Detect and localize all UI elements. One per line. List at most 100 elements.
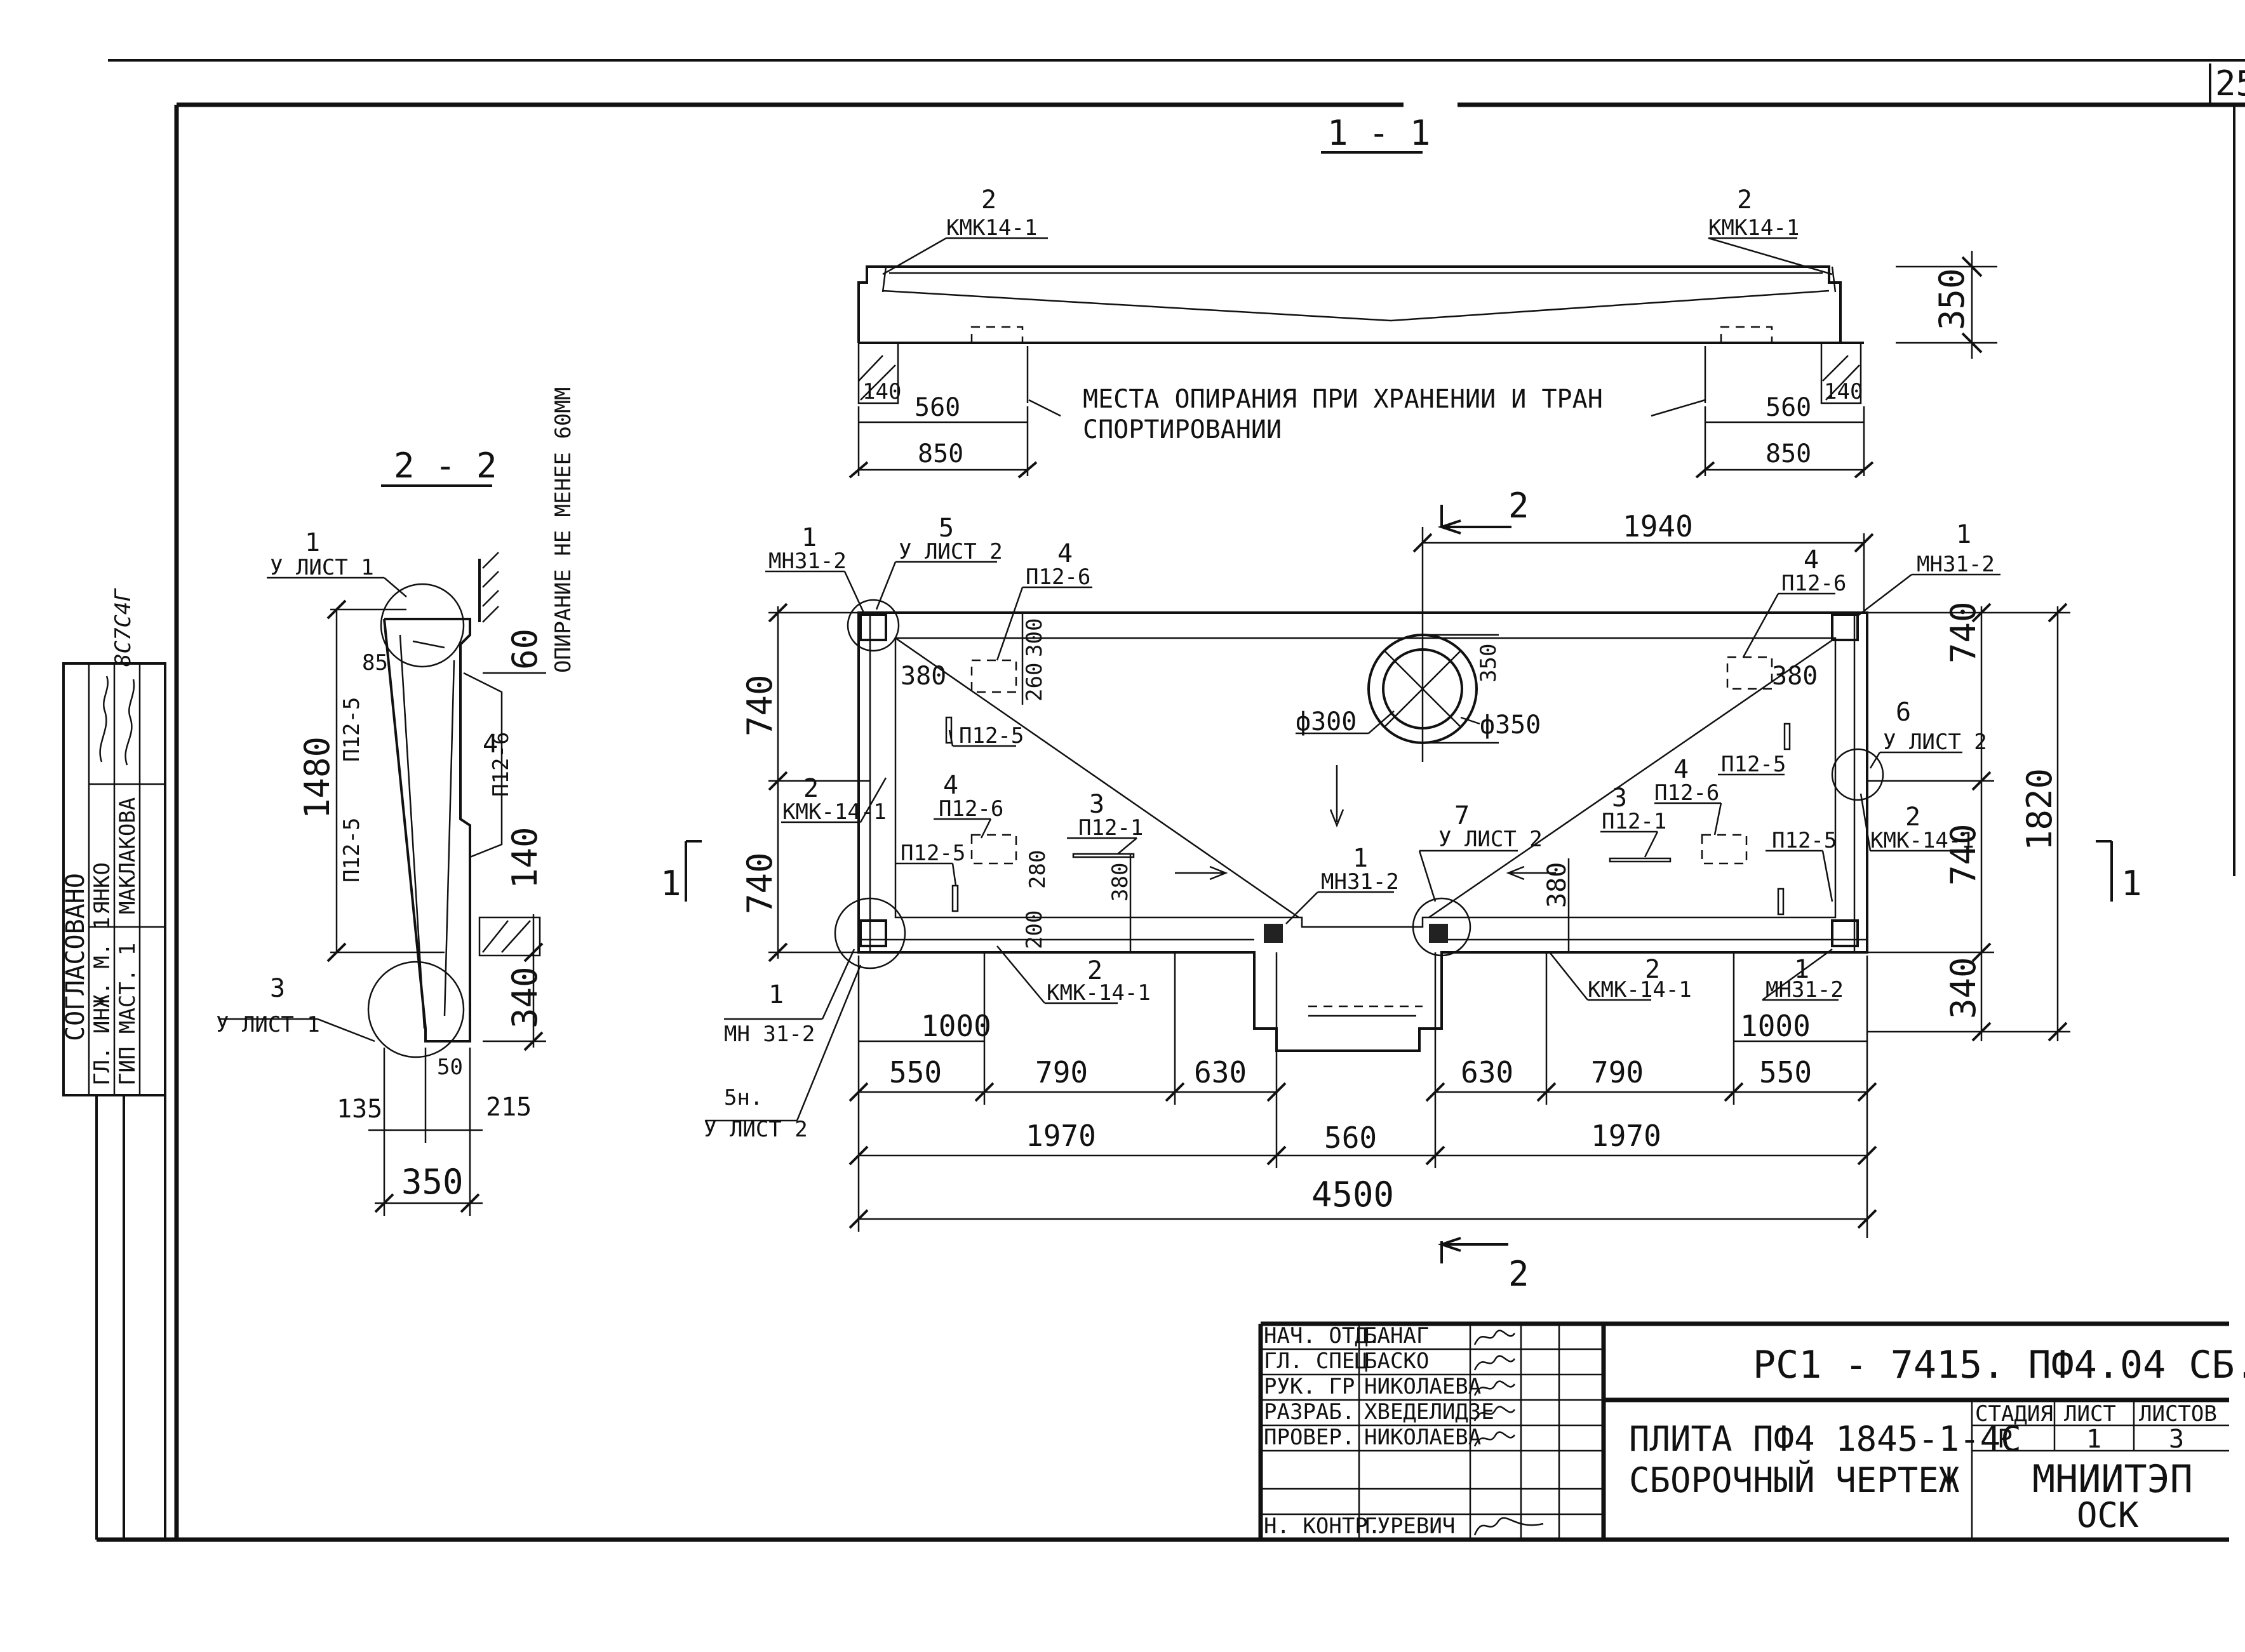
- plan-mark-4-tr: 4: [1804, 545, 1819, 575]
- s11-dim-left-850: 850: [918, 439, 963, 469]
- s22-leader-top-ref: У ЛИСТ 1: [270, 555, 374, 580]
- plan-mark-p126-tl: П12-6: [1026, 564, 1090, 590]
- plan-dim-350: 350: [1476, 644, 1501, 683]
- plan-mark-3-l: 3: [1089, 790, 1104, 819]
- s22-num-4: 4: [483, 729, 498, 759]
- tb-org-line1: МНИИТЭП: [2032, 1457, 2193, 1502]
- plan-mark-1-c: 1: [1353, 844, 1368, 873]
- plan-dim-630-right: 630: [1461, 1055, 1513, 1089]
- tb-name-5: НИКОЛАЕВА: [1364, 1425, 1481, 1450]
- plan-mark-4-ml: 4: [943, 771, 958, 800]
- plan-mark-7-ref: У ЛИСТ 2: [1438, 827, 1543, 852]
- tb-signature-3: [1473, 1380, 1516, 1396]
- plan-cut-1-left: 1: [660, 863, 681, 903]
- s22-dim-85: 85: [362, 650, 388, 676]
- plan-mark-4-mr: 4: [1673, 755, 1689, 784]
- plan-dim-550-left: 550: [889, 1055, 942, 1089]
- s22-support-note: ОПИРАНИЕ НЕ МЕНЕЕ 60ММ: [551, 387, 576, 673]
- plan-mark-p126-mr: П12-6: [1654, 780, 1719, 806]
- tb-stage-value: Р: [1997, 1425, 2013, 1454]
- tb-role-2: ГЛ. СПЕЦ: [1264, 1349, 1368, 1374]
- plan-dim-1940: 1940: [1623, 509, 1693, 543]
- plan-mark-mn31-br: МН31-2: [1766, 977, 1844, 1003]
- s11-dim-left-140: 140: [862, 379, 901, 404]
- insert-block-center-left: [1264, 924, 1283, 943]
- stamp-name-1: ЯНКО: [90, 862, 115, 914]
- plan-dim-1970-right: 1970: [1591, 1119, 1661, 1153]
- tb-signature-6: [1473, 1517, 1544, 1536]
- plan-mark-mn31-tl: МН31-2: [768, 549, 847, 574]
- plan-dim-790-left: 790: [1035, 1055, 1088, 1089]
- plan-mark-mn31-bl: МН 31-2: [724, 1022, 815, 1047]
- s22-dim-340: 340: [505, 966, 545, 1029]
- tb-sheet-value: 1: [2086, 1425, 2101, 1454]
- stamp-id: 8C7C4Г: [111, 588, 136, 667]
- insert-block-center-right: [1429, 924, 1448, 943]
- sheet-frame: 25: [97, 59, 2245, 1542]
- plan-dim-560: 560: [1324, 1121, 1377, 1155]
- plan-mark-1-tr: 1: [1956, 520, 1971, 549]
- tb-role-4: РАЗРАБ.: [1264, 1399, 1355, 1425]
- s22-p-lower: П12-5: [339, 818, 365, 883]
- plan-mark-1-tl: 1: [801, 523, 817, 552]
- tb-role-1: НАЧ. ОТД.: [1264, 1323, 1381, 1349]
- tb-sheet-header: ЛИСТ: [2064, 1401, 2116, 1427]
- plan-dim-340: 340: [1943, 957, 1983, 1019]
- tb-role-3: РУК. ГР: [1264, 1374, 1355, 1399]
- tb-doc-code: РС1 - 7415. ПФ4.04 СБ.: [1753, 1343, 2245, 1387]
- tb-role-5: ПРОВЕР.: [1264, 1425, 1355, 1450]
- plan-dim-740-r1: 740: [1943, 601, 1983, 663]
- s22-dim-140: 140: [505, 827, 545, 889]
- plan-mark-6-ref: У ЛИСТ 2: [1883, 729, 1987, 755]
- plan-dim-740-r2: 740: [1943, 823, 1983, 886]
- plan-mark-p125-r1: П12-5: [1721, 752, 1786, 777]
- tb-sheets-value: 3: [2169, 1425, 2184, 1454]
- tb-name-3: НИКОЛАЕВА: [1364, 1374, 1481, 1399]
- s22-dim-135: 135: [337, 1095, 382, 1124]
- stamp-role-1: ГЛ. ИНЖ. М. 1: [90, 917, 115, 1086]
- plan-dim-1000-right: 1000: [1740, 1009, 1811, 1043]
- section-2-2-title: 2 - 2: [394, 446, 497, 486]
- plan-dim-1970-left: 1970: [1026, 1119, 1096, 1153]
- tb-norm-name: ГУРЕВИЧ: [1364, 1514, 1455, 1539]
- plan-dim-380-b: 380: [1772, 662, 1818, 691]
- s11-dim-left-560: 560: [915, 393, 960, 422]
- plan-phi-350: ф350: [1480, 710, 1541, 740]
- s11-note-line2: СПОРТИРОВАНИИ: [1083, 415, 1282, 444]
- s11-dim-right-140: 140: [1824, 379, 1863, 404]
- section-1-1: 1 - 1 2 КМК14-1 2 КМК14-1: [848, 113, 1997, 479]
- plan-dim-1000-left: 1000: [921, 1009, 991, 1043]
- plan-mark-2-bl: 2: [1087, 956, 1102, 985]
- stamp-signature-1: [99, 676, 109, 763]
- title-block: НАЧ. ОТД. БАНАГ ГЛ. СПЕЦ БАСКО РУК. ГР Н…: [1258, 1321, 2245, 1540]
- s11-mark-left-code: КМК14-1: [946, 215, 1037, 241]
- section-1-1-title: 1 - 1: [1327, 113, 1431, 153]
- plan-mark-6: 6: [1896, 698, 1911, 727]
- s22-dim-50: 50: [437, 1055, 463, 1080]
- plan-mark-p121-r: П12-1: [1602, 809, 1666, 834]
- tb-signature-4: [1473, 1406, 1516, 1422]
- tb-signature-5: [1473, 1431, 1516, 1447]
- plan-cut-2-bottom: 2: [1508, 1254, 1529, 1294]
- plan-dim-380-d: 380: [1543, 862, 1572, 908]
- tb-stage-header: СТАДИЯ: [1975, 1401, 2053, 1427]
- plan-mark-kmk-br: КМК-14-1: [1588, 977, 1692, 1003]
- approval-stamp: СОГЛАСОВАНО 8C7C4Г ГЛ. ИНЖ. М. 1 ЯНКО ГИ…: [61, 588, 166, 1540]
- stamp-role-2: ГИП МАСТ. 1: [115, 943, 140, 1086]
- s22-p-upper: П12-5: [339, 697, 365, 762]
- tb-name-1: БАНАГ: [1364, 1323, 1429, 1349]
- s11-dim-right-560: 560: [1766, 393, 1811, 422]
- plan-dim-790-right: 790: [1591, 1055, 1644, 1089]
- tb-name-2: БАСКО: [1364, 1349, 1429, 1374]
- plan-mark-p125-r2: П12-5: [1772, 828, 1837, 853]
- plan-dim-380-a: 380: [901, 662, 946, 691]
- tb-name-line2: СБОРОЧНЫЙ ЧЕРТЕЖ: [1629, 1460, 1960, 1500]
- s22-dim-215: 215: [486, 1093, 532, 1122]
- s22-leader-bot-ref: У ЛИСТ 1: [216, 1012, 320, 1037]
- stamp-name-2: МАКЛАКОВА: [115, 797, 140, 914]
- plan-mark-2-l: 2: [803, 774, 819, 803]
- plan-dim-740-l1: 740: [740, 674, 780, 736]
- tb-org-line2: ОСК: [2077, 1495, 2139, 1535]
- plan-dim-630-left: 630: [1194, 1055, 1247, 1089]
- plan-mark-kmk-r: КМК-14-1: [1870, 828, 1974, 853]
